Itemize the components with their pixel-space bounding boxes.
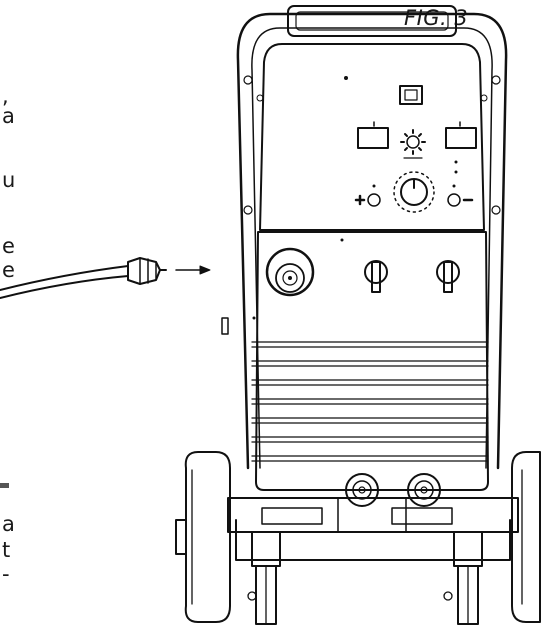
front-lower-panel: [252, 247, 460, 320]
text-fragment: ,: [2, 84, 9, 108]
figure-title: FIG. 3: [404, 6, 469, 30]
machine-body: [221, 43, 489, 491]
left-display: [357, 127, 389, 149]
handle-frame: [236, 5, 508, 470]
right-gas-valve: [436, 260, 460, 293]
ventilation-grille: [251, 341, 489, 462]
right-caster: [443, 531, 483, 625]
text-fragment: a: [2, 104, 15, 128]
text-fragment: u: [2, 168, 16, 192]
text-fragment: -: [2, 562, 10, 586]
text-fragment: t: [2, 538, 11, 562]
left-gas-valve: [364, 260, 388, 293]
text-fragment: e: [2, 258, 15, 282]
left-wheel: [175, 451, 231, 623]
right-display: [445, 127, 477, 149]
cart-base: [227, 497, 519, 561]
torch-connector: [265, 247, 315, 297]
insert-arrow: [175, 265, 211, 275]
margin-rule: [0, 483, 9, 488]
text-fragment: e: [2, 234, 15, 258]
power-switch: [399, 85, 423, 105]
adjust-sun-icon: [400, 129, 426, 159]
text-fragment: a: [2, 512, 15, 536]
minus-terminal: [447, 184, 474, 207]
control-panel: [340, 76, 477, 242]
main-knob: [393, 171, 435, 213]
welding-torch: [0, 257, 167, 299]
plus-terminal: [354, 184, 381, 207]
left-caster: [247, 531, 281, 625]
right-wheel: [511, 451, 541, 623]
